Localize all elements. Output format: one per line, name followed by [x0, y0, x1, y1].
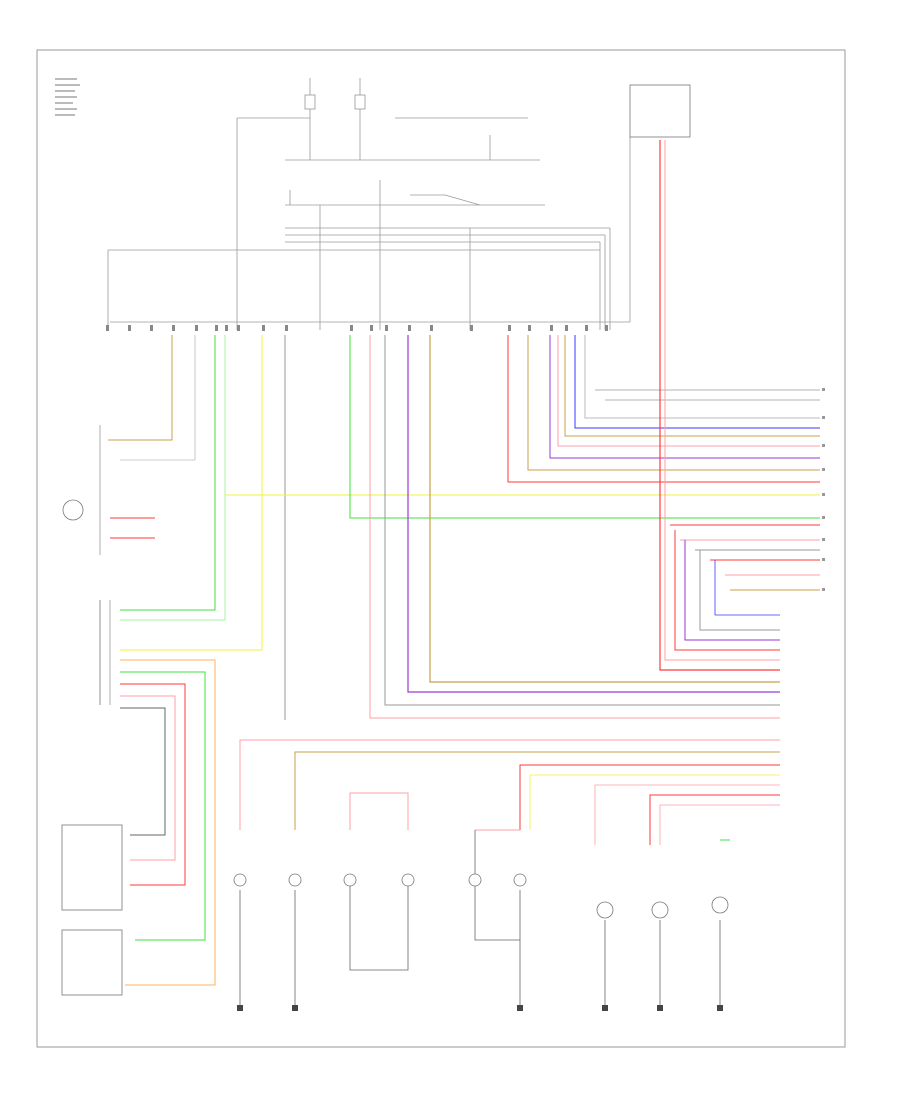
headlight-switch-box	[61, 824, 123, 911]
top-right-module	[629, 84, 691, 138]
connector-pins	[106, 325, 608, 331]
left-lamp	[62, 499, 84, 521]
lamp-2	[288, 873, 302, 887]
diagram-frame	[36, 49, 846, 1048]
turn-signal-switch-box	[61, 929, 123, 996]
lamp-7	[596, 901, 614, 919]
fuse-block-top	[236, 78, 545, 330]
bottom-lamp-wires	[239, 739, 780, 1010]
right-terminal-marks	[822, 388, 825, 591]
lamp-6	[513, 873, 527, 887]
lamp-5	[468, 873, 482, 887]
left-header-text	[55, 78, 80, 116]
ground-symbols	[237, 1005, 723, 1011]
center-wires	[225, 335, 820, 719]
lamp-3	[343, 873, 357, 887]
lamp-1	[233, 873, 247, 887]
lamp-4	[401, 873, 415, 887]
lamp-9	[711, 896, 729, 914]
control-module-bus	[107, 135, 631, 330]
left-components	[61, 499, 123, 996]
bottom-lamps	[233, 873, 729, 919]
right-wires	[549, 140, 820, 671]
lamp-8	[651, 901, 669, 919]
left-wires	[99, 335, 286, 986]
